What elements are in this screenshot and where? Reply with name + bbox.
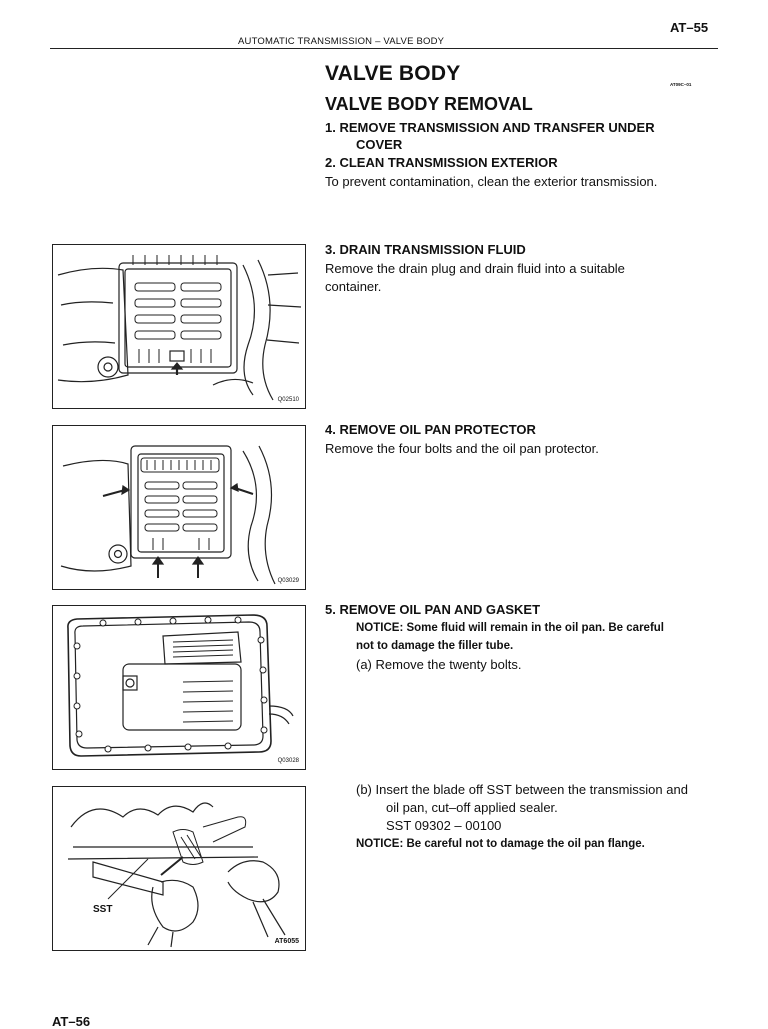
figure-drain-plug: Q02510 (52, 244, 306, 409)
step-5-notice-1: NOTICE: Some fluid will remain in the oi… (356, 622, 664, 634)
document-code: AT09C–01 (670, 82, 692, 87)
sst-insertion-illustration (67, 802, 286, 948)
step-2-text: To prevent contamination, clean the exte… (325, 174, 658, 189)
step-5b-text-2: oil pan, cut–off applied sealer. (386, 800, 558, 815)
figure-code: Q03029 (277, 578, 299, 584)
header-page-number: AT–55 (670, 20, 709, 35)
step-5b-sst: SST 09302 – 00100 (386, 818, 502, 833)
figure-code: AT6055 (274, 938, 299, 945)
step-5-heading: 5. REMOVE OIL PAN AND GASKET (325, 602, 541, 617)
page-title: VALVE BODY (325, 62, 461, 85)
oil-pan-protector-illustration (60, 445, 276, 585)
header-rule (50, 48, 718, 49)
step-5b-text-1: (b) Insert the blade off SST between the… (356, 782, 688, 797)
step-5a-text: (a) Remove the twenty bolts. (356, 657, 522, 672)
figure-oil-pan-protector: Q03029 (52, 425, 306, 590)
step-5-notice-3: NOTICE: Be careful not to damage the oil… (356, 838, 645, 850)
step-1-heading: 1. REMOVE TRANSMISSION AND TRANSFER UNDE… (325, 120, 655, 135)
figure-code: Q02510 (277, 397, 299, 403)
step-1-heading-cont: COVER (356, 137, 403, 152)
step-2-heading: 2. CLEAN TRANSMISSION EXTERIOR (325, 155, 558, 170)
sst-label: SST (93, 904, 113, 915)
step-5-notice-2: not to damage the filler tube. (356, 640, 514, 652)
header-section-title: AUTOMATIC TRANSMISSION – VALVE BODY (238, 36, 445, 47)
step-4-text: Remove the four bolts and the oil pan pr… (325, 441, 599, 456)
figure-oil-pan: Q03028 (52, 605, 306, 770)
step-4-heading: 4. REMOVE OIL PAN PROTECTOR (325, 422, 536, 437)
drain-plug-illustration (57, 255, 302, 401)
figure-sst-insertion: SST AT6055 (52, 786, 306, 951)
figure-code: Q03028 (277, 758, 299, 764)
section-title: VALVE BODY REMOVAL (325, 94, 533, 114)
step-3-text-1: Remove the drain plug and drain fluid in… (325, 261, 625, 276)
oil-pan-illustration (67, 614, 294, 757)
footer-page-number: AT–56 (52, 1014, 91, 1029)
step-3-text-2: container. (325, 279, 382, 294)
step-3-heading: 3. DRAIN TRANSMISSION FLUID (325, 242, 526, 257)
